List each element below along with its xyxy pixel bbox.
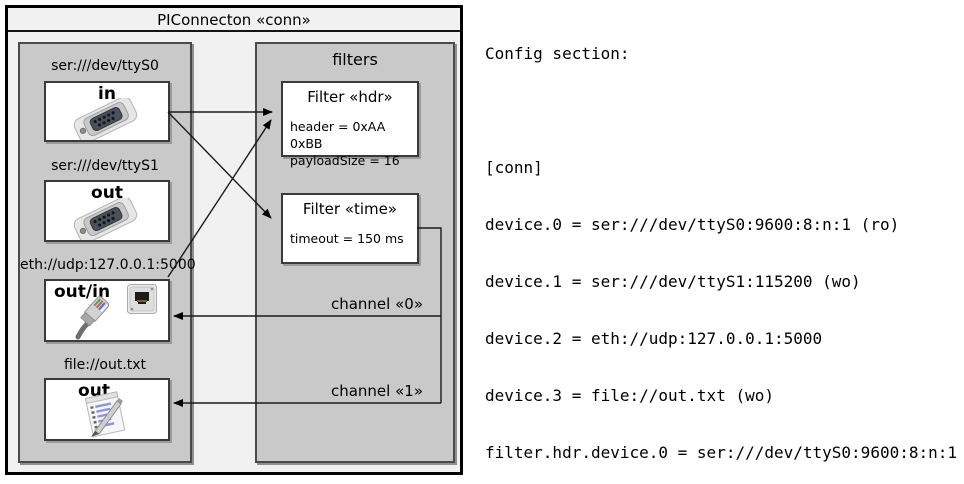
filter-title: Filter «time» [302,200,398,218]
config-line: device.3 = file://out.txt (wo) [485,386,774,405]
filter-param: timeout = 150 ms [290,231,404,246]
config-line: device.2 = eth://udp:127.0.0.1:5000 [485,329,823,348]
diagram-title: PIConnecton «conn» [8,8,460,32]
rj45-plug-image [75,296,110,340]
filter-param: header = 0xAA 0xBB [290,119,386,151]
config-line: filter.hdr.device.0 = ser:///dev/ttyS0:9… [485,443,958,462]
device-name: out/in [54,282,111,302]
config-pane: Config section: [conn] device.0 = ser://… [485,6,964,484]
filter-title: Filter «hdr» [307,88,393,106]
device-url-label-ttys0: ser:///dev/ttyS0 [51,58,159,74]
filters-panel-label: filters [332,50,378,69]
db9-serial-connector-image [73,98,138,140]
config-line: device.1 = ser:///dev/ttyS1:115200 (wo) [485,272,861,291]
device-box-ttys0: in [44,81,170,142]
filter-hdr-box: Filter «hdr» header = 0xAA 0xBB payloadS… [281,81,419,168]
channel-1-label: channel «1» [330,382,423,400]
device-url-label-eth: eth://udp:127.0.0.1:5000 [20,257,196,273]
notepad-pencil-image [84,391,126,438]
config-heading: Config section: [485,44,630,63]
channel-0-label: channel «0» [330,295,423,313]
device-name: in [98,84,116,104]
config-blank-line [485,101,964,120]
rj45-jack-icon [127,284,157,314]
config-line: device.0 = ser:///dev/ttyS0:9600:8:n:1 (… [485,215,900,234]
devices-panel: ser:///dev/ttyS0 in ser:///dev/ttyS1 o [18,42,196,463]
device-url-label-file: file://out.txt [63,357,147,373]
device-url-label-ttys1: ser:///dev/ttyS1 [51,158,159,174]
device-box-file: out [44,378,170,441]
filter-time-box: Filter «time» timeout = 150 ms [281,193,419,264]
piconnecton-diagram-frame: PIConnecton «conn» ser:///dev/ttyS0 in [5,5,463,475]
config-line: [conn] [485,158,543,177]
filters-panel: filters Filter «hdr» header = 0xAA 0xBB … [255,42,455,463]
device-name: out [91,183,123,203]
device-box-ttys1: out [44,180,170,242]
device-box-eth: out/in [44,279,170,342]
filter-param: payloadSize = 16 [290,153,400,168]
db9-serial-connector-image [73,198,138,240]
